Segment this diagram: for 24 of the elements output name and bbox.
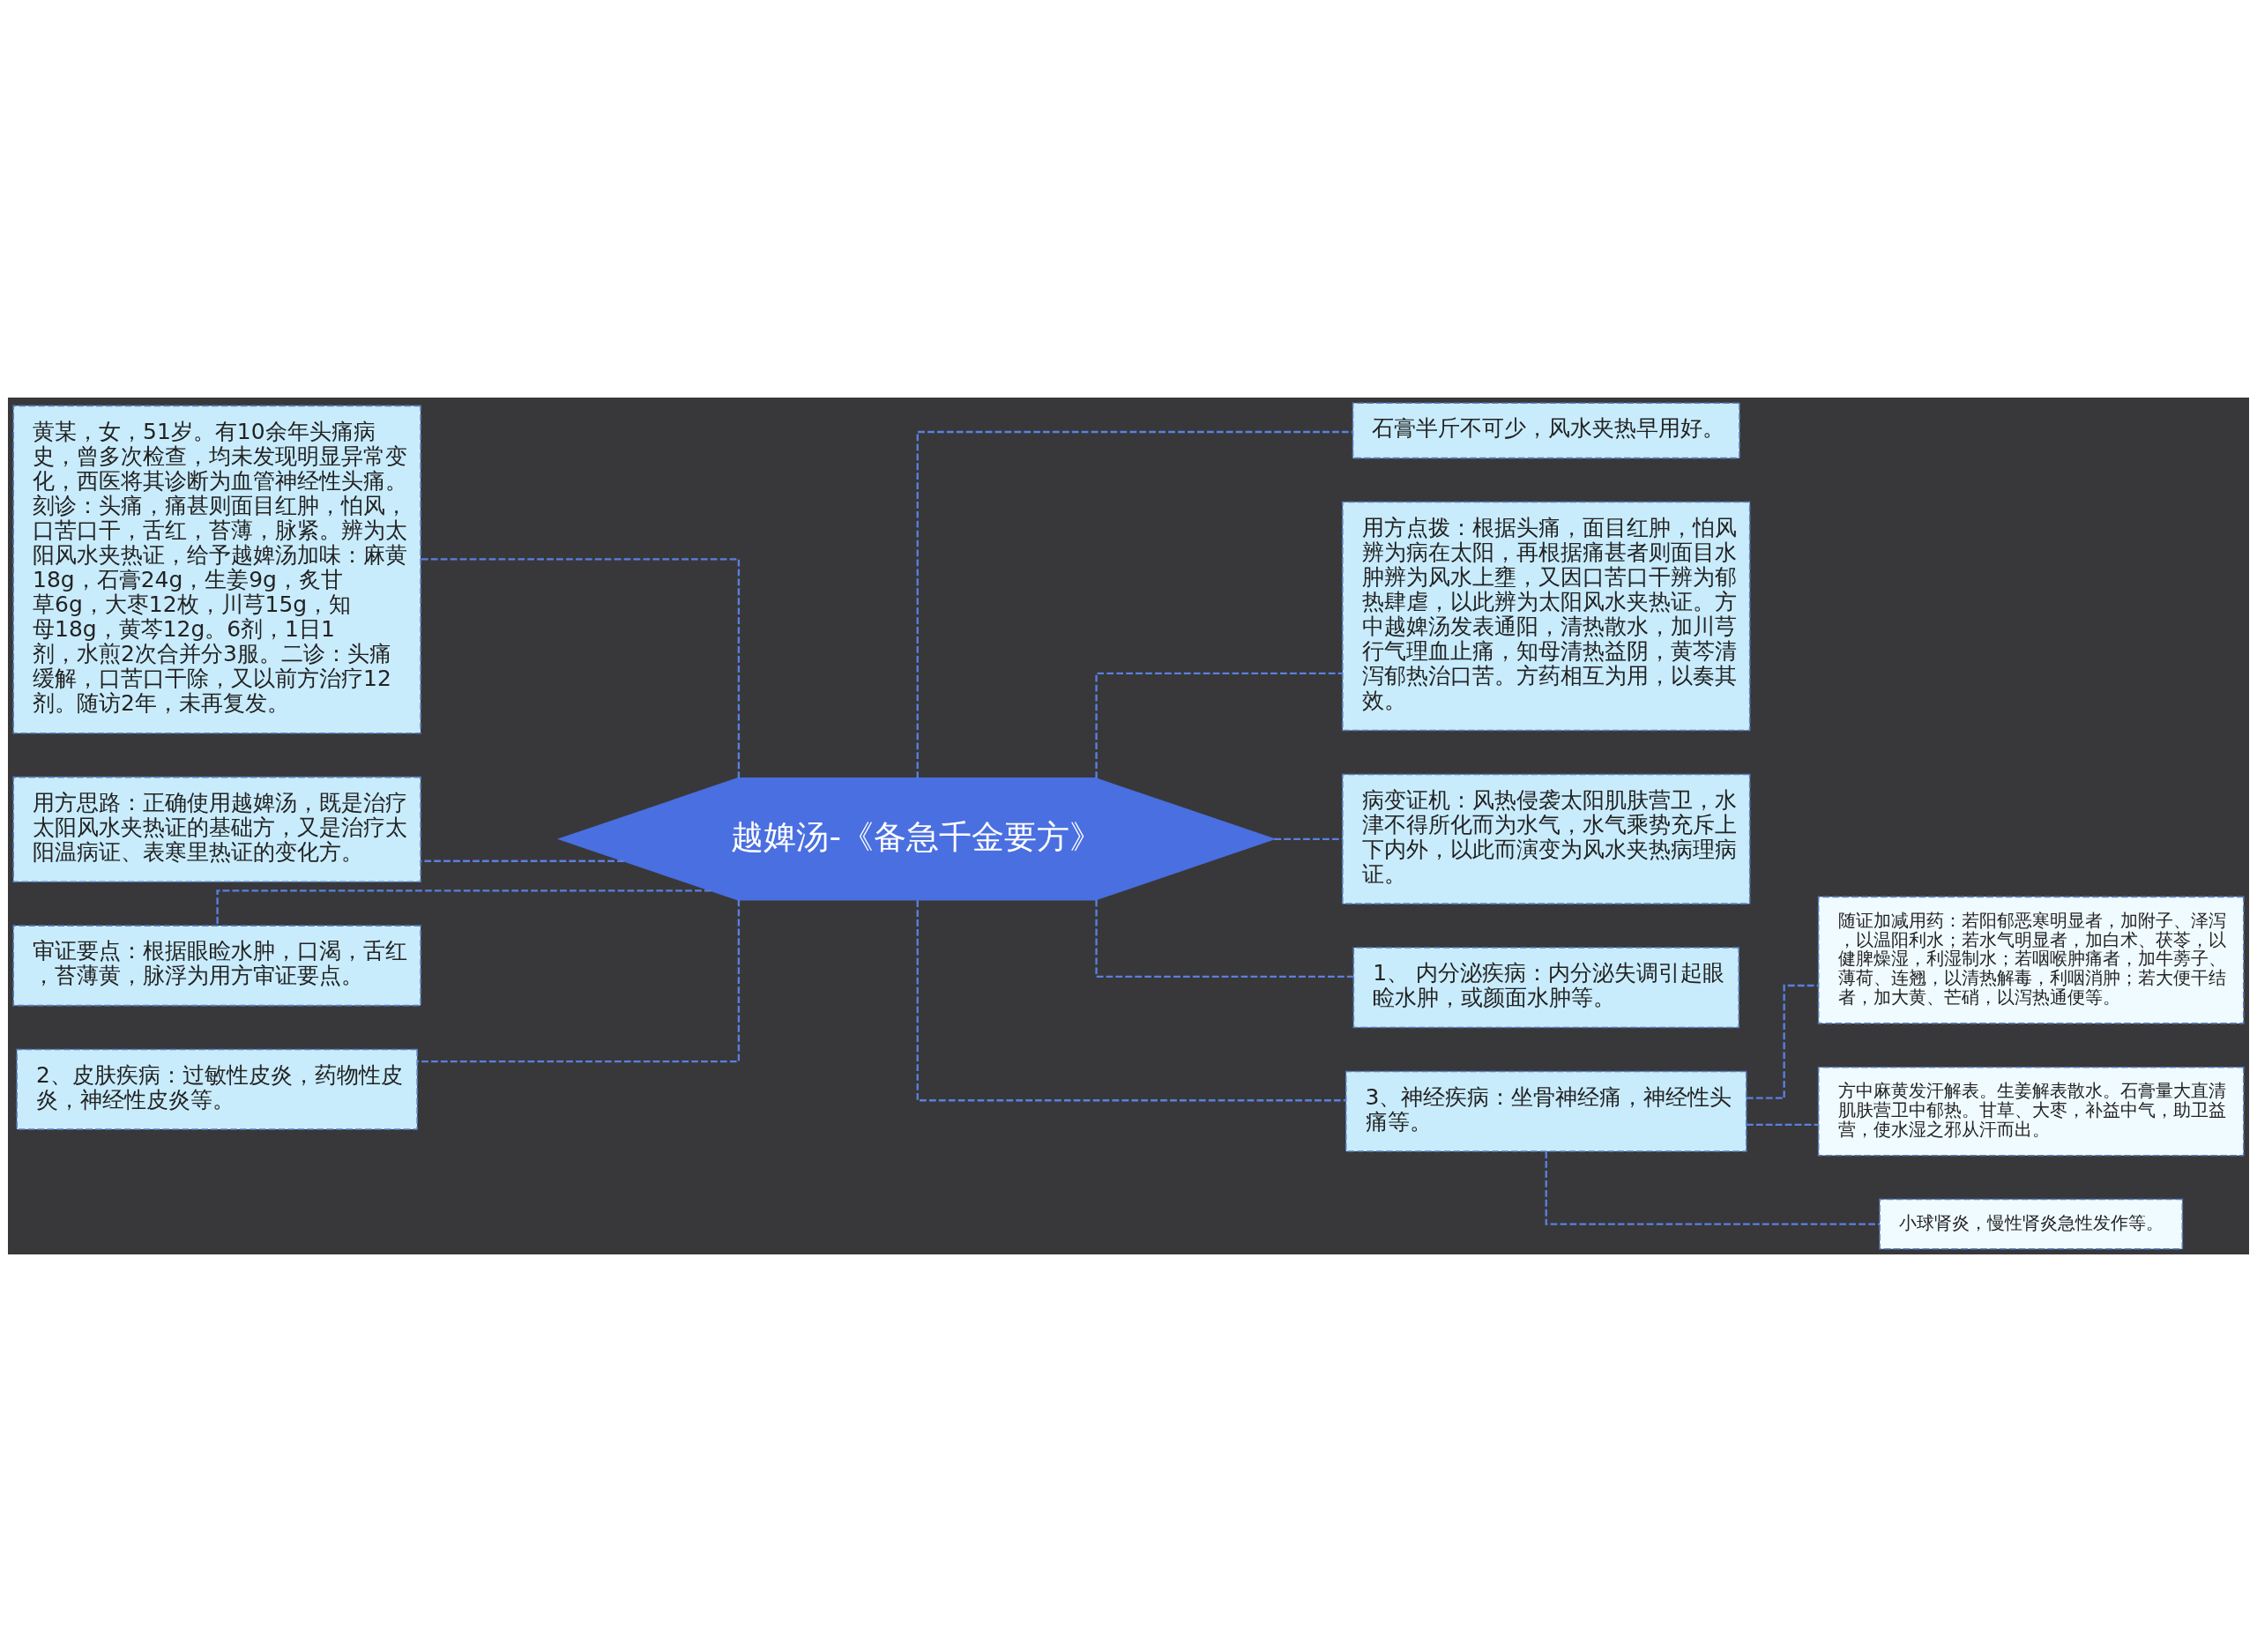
connector — [916, 430, 1353, 778]
node-box: 用方点拨：根据头痛，面目红肿，怕风辨为病在太阳，再根据痛甚者则面目水肿辨为风水上壅，又因口苦口干辨为郁热肆虐，以此辨为太阳风水夹热证。方中越婢汤发表通阳，清热散水，加川芎行气理血止痛，知母清热益阴，黄芩清泻郁热治口苦。方药相互为用，以奏其效。 — [1342, 501, 1751, 732]
node-box: 黄某，女，51岁。有10余年头痛病史，曾多次检查，均未发现明显异常变化，西医将其诊断为血管神经性头痛。刻诊：头痛，痛甚则面目红肿，怕风，口苦口干，舌红，苔薄，脉紧。辨为太阳风水夹热证，给予越婢汤加味：麻黄18g，石膏24g，生姜9g，炙甘草6g，大枣12枚，川芎15g，知母18g，黄芩12g。6剂，1日1剂，水煎2次合并分3服。二诊：头痛缓解，口苦口干除，又以前方治疗12剂。随访2年，未再复发。 — [12, 405, 421, 734]
connector — [1545, 1151, 1880, 1225]
connector — [421, 859, 624, 862]
connector — [417, 899, 741, 1063]
node-box: 审证要点：根据眼睑水肿，口渴，舌红，苔薄黄，脉浮为用方审证要点。 — [12, 925, 421, 1007]
connector — [1095, 672, 1343, 778]
node-box: 随证加减用药：若阳郁恶寒明显者，加附子、泽泻，以温阳利水；若水气明显者，加白术、茯苓，以健脾燥湿，利湿制水；若咽喉肿痛者，加牛蒡子、薄荷、连翘，以清热解毒，利咽消肿；若大便干结者，加大黄、芒硝，以泻热通便等。 — [1817, 896, 2245, 1024]
connector — [1274, 837, 1343, 840]
connector — [1095, 899, 1354, 978]
node-box: 3、神经疾病：坐骨神经痛，神经性头痛等。 — [1345, 1070, 1747, 1152]
node-box: 2、皮肤疾病：过敏性皮炎，药物性皮炎，神经性皮炎等。 — [16, 1048, 418, 1130]
node-box: 1、 内分泌疾病：内分泌失调引起眼睑水肿，或颜面水肿等。 — [1352, 947, 1739, 1029]
node-box: 病变证机：风热侵袭太阳肌肤营卫，水津不得所化而为水气，水气乘势充斥上下内外，以此而演变为风水夹热病理病证。 — [1342, 773, 1751, 904]
connector — [916, 900, 1346, 1102]
connector — [421, 558, 741, 778]
connector — [216, 889, 711, 926]
node-box: 方中麻黄发汗解表。生姜解表散水。石膏量大直清肌肤营卫中郁热。甘草、大枣，补益中气，助卫益营，使水湿之邪从汗而出。 — [1817, 1067, 2245, 1157]
connector — [1747, 1123, 1819, 1126]
node-box: 用方思路：正确使用越婢汤，既是治疗太阳风水夹热证的基础方，又是治疗太阳温病证、表寒里热证的变化方。 — [12, 776, 421, 882]
node-box: 小球肾炎，慢性肾炎急性发作等。 — [1879, 1198, 2184, 1250]
node-box: 石膏半斤不可少，风水夹热早用好。 — [1352, 402, 1740, 459]
connector — [1746, 984, 1819, 1099]
